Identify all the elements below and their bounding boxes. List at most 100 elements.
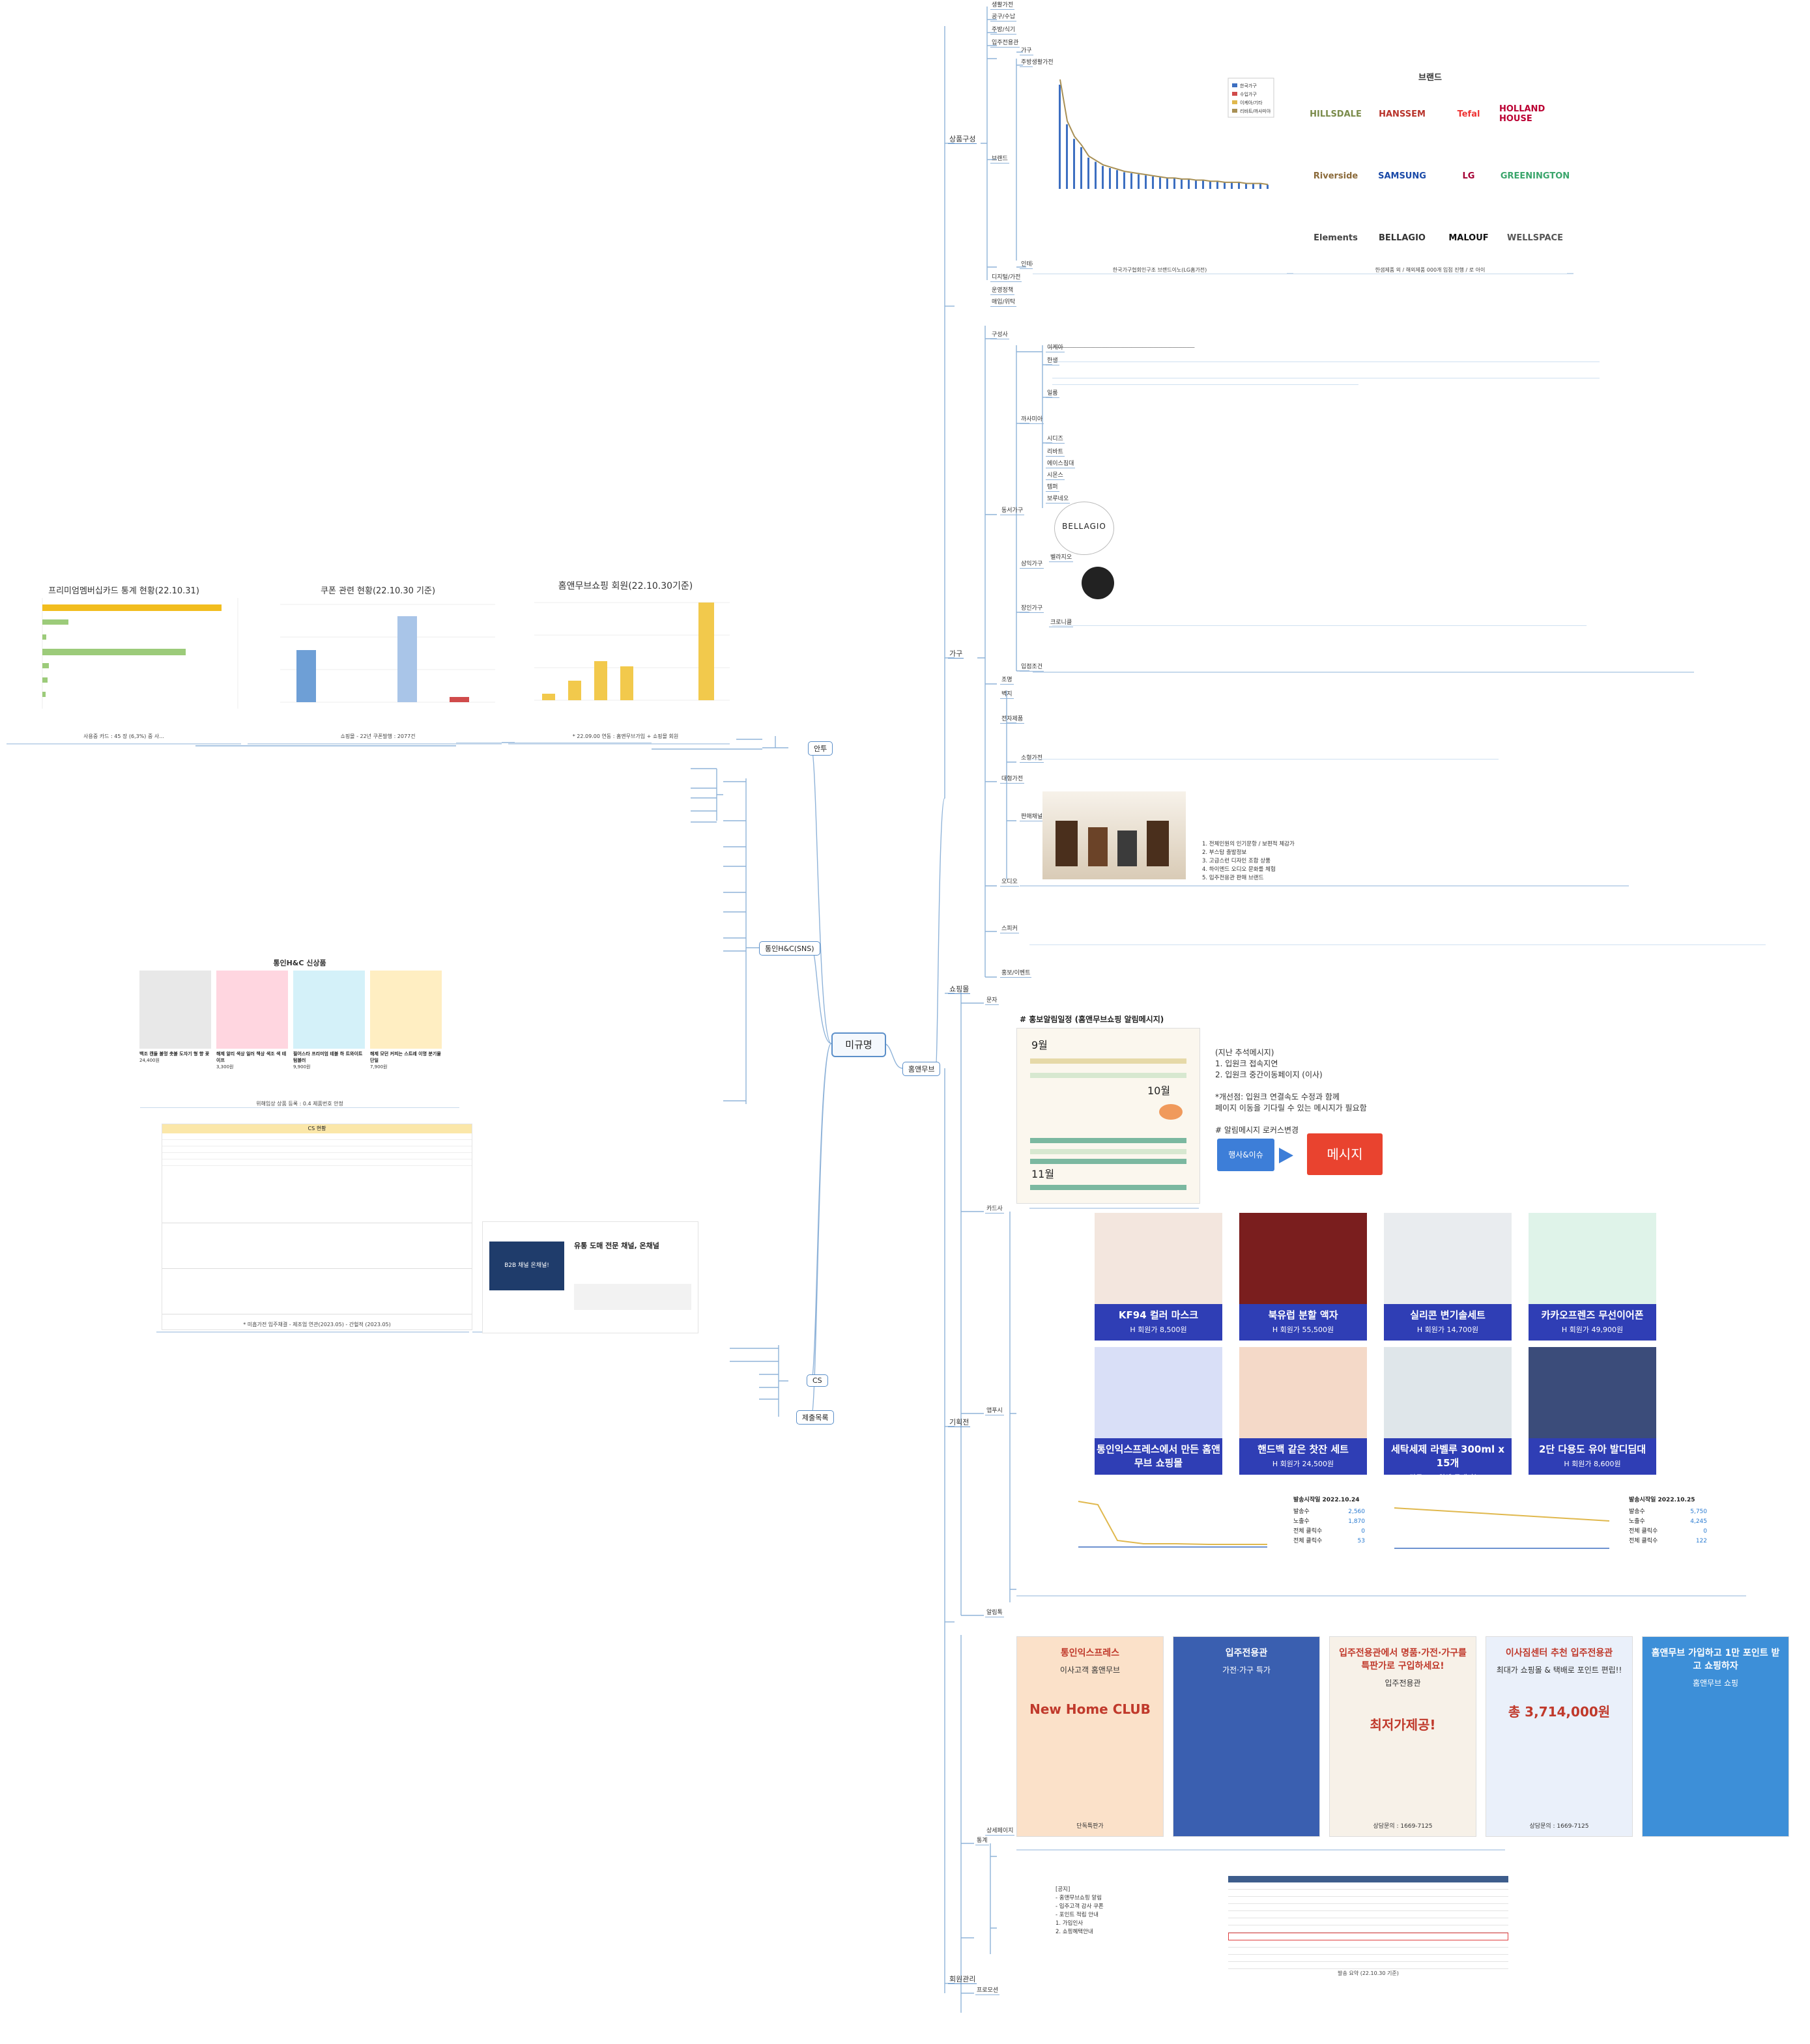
stats-label: 노출수 [1629, 1518, 1645, 1525]
node-ikea[interactable]: 이케아 [1046, 345, 1065, 352]
product-card[interactable]: 세탁세제 라벨루 300ml x 15개단돈 100원에 구매가능!! [1384, 1347, 1512, 1475]
node-tools[interactable]: 공구/수납 [990, 14, 1017, 21]
node-bellagio[interactable]: 벨라지오 [1049, 554, 1074, 562]
bar [698, 603, 714, 700]
node-jangin[interactable]: 장인가구 [1020, 605, 1044, 613]
node-furniture[interactable]: 가구 [948, 649, 964, 659]
product-card[interactable]: 통인익스프레스에서 만든 홈앤무브 쇼핑몰 [1095, 1347, 1222, 1475]
node-purchase[interactable]: 매입/위탁 [990, 299, 1017, 307]
furniture-bar [1145, 175, 1147, 189]
node-iloom[interactable]: 일룸 [1046, 390, 1059, 398]
node-tempur[interactable]: 템퍼 [1046, 484, 1059, 492]
node-promotion[interactable]: 프로모션 [975, 1987, 1000, 1995]
node-move-in[interactable]: 입주전용관 [990, 40, 1020, 48]
furniture-bar [1267, 184, 1269, 189]
node-ace[interactable]: 에이스침대 [1046, 461, 1076, 468]
node-large-appliance[interactable]: 대형가전 [1000, 776, 1025, 784]
member-chart-panel: 홈앤무브쇼핑 회원(22.10.30기준) * 22.09.00 연동 : 홈앤… [515, 576, 736, 743]
product-label: 세탁세제 라벨루 300ml x 15개단돈 100원에 구매가능!! [1384, 1438, 1512, 1475]
branch-submissions[interactable]: 제출목록 [796, 1410, 835, 1425]
sns-list-caption: 위해임상 상품 등록 : 0.4 제품번호 안정 [256, 1101, 343, 1107]
sns-product-name: 백조 캔들 불멍 촛불 도자기 형 향 꽃 [139, 1051, 210, 1057]
node-dongsuh[interactable]: 동서가구 [1000, 507, 1025, 515]
node-wallpaper[interactable]: 벽지 [1000, 691, 1014, 699]
furniture-bar [1066, 124, 1068, 189]
poster-headline: 이사짐센터 추천 입주전용관 [1505, 1648, 1613, 1658]
node-samik[interactable]: 삼익가구 [1020, 561, 1044, 569]
node-members[interactable]: 구성사 [990, 332, 1009, 339]
node-cardco[interactable]: 카드사 [985, 1206, 1004, 1214]
node-chronicle[interactable]: 크로니클 [1049, 619, 1074, 627]
node-small-appliance[interactable]: 소형가전 [1020, 755, 1044, 763]
node-sidiz[interactable]: 시디즈 [1046, 436, 1065, 444]
node-sales-channel[interactable]: 판매채널 [1020, 814, 1044, 821]
product-name: 핸드백 같은 찻잔 세트 [1257, 1443, 1349, 1455]
node-livart[interactable]: 리바트 [1046, 449, 1065, 457]
flow-arrow-icon [1279, 1148, 1293, 1163]
node-appliance[interactable]: 생활가전 [990, 2, 1015, 10]
poster-feature: 총 3,714,000원 [1508, 1704, 1611, 1720]
node-hanssem[interactable]: 한샘 [1046, 358, 1059, 365]
node-audio[interactable]: 오디오 [1000, 879, 1019, 887]
branch-cs[interactable]: CS [807, 1374, 828, 1387]
node-member-mgmt[interactable]: 회원관리 [948, 1975, 977, 1984]
furniture-bar [1259, 184, 1261, 189]
brand-logo: HILLSDALE [1310, 109, 1362, 119]
branch-homenmove[interactable]: 홈앤무브 [902, 1062, 941, 1076]
promo-calendar: 9월 10월 11월 [1016, 1028, 1200, 1204]
node-lighting[interactable]: 조명 [1000, 677, 1014, 685]
poster-headline: 통인익스프레스 [1060, 1648, 1120, 1658]
node-product-composition[interactable]: 상품구성 [948, 135, 977, 144]
node-promo-event[interactable]: 홍보/이벤트 [1000, 970, 1032, 978]
sns-product-price: 9,900원 [293, 1064, 311, 1070]
product-name: 통인익스프레스에서 만든 홈앤무브 쇼핑몰 [1097, 1443, 1220, 1469]
node-conditions[interactable]: 입점조건 [1020, 664, 1044, 672]
node-electronics[interactable]: 전자제품 [1000, 716, 1025, 724]
node-policy[interactable]: 운영정책 [990, 287, 1015, 295]
node-detail-page[interactable]: 상세페이지 [985, 1828, 1015, 1836]
node-sms[interactable]: 문자 [985, 997, 999, 1005]
bar [397, 616, 417, 702]
node-simmons[interactable]: 시몬스 [1046, 472, 1065, 480]
node-exhibition[interactable]: 기획전 [948, 1418, 971, 1427]
node-speaker[interactable]: 스피커 [1000, 926, 1019, 933]
branch-sns[interactable]: 통인H&C(SNS) [759, 941, 820, 956]
speaker-shape [1056, 821, 1078, 866]
bottom-table-title: 발송 요약 (22.10.30 기준) [1338, 1970, 1399, 1976]
node-shoppingmall[interactable]: 쇼핑몰 [948, 985, 971, 994]
node-digital[interactable]: 디지털/가전 [990, 274, 1022, 282]
node-boruneo[interactable]: 보루네오 [1046, 496, 1070, 504]
node-kitchen[interactable]: 주방/식기 [990, 27, 1017, 35]
node-furniture-a[interactable]: 가구 [1020, 48, 1033, 55]
poster-contact: 상담문의 : 1669-7125 [1529, 1823, 1589, 1830]
product-image [1095, 1213, 1222, 1304]
central-topic[interactable]: 미규명 [831, 1032, 886, 1057]
node-alimtalk[interactable]: 알림톡 [985, 1610, 1004, 1617]
sns-product-name: 해제 모던 커피는 스트레 이명 분기물 단일 [370, 1051, 441, 1063]
node-app-push[interactable]: 앱푸시 [985, 1408, 1004, 1415]
node-casamia[interactable]: 까사미아 [1020, 416, 1044, 424]
node-brand[interactable]: 브랜드 [990, 156, 1009, 163]
node-stats[interactable]: 통계 [975, 1838, 989, 1845]
branch-status[interactable]: 안투 [808, 741, 833, 756]
cs-panel-title: CS 현황 [162, 1124, 472, 1133]
product-price: H 회원가 55,500원 [1272, 1326, 1334, 1334]
